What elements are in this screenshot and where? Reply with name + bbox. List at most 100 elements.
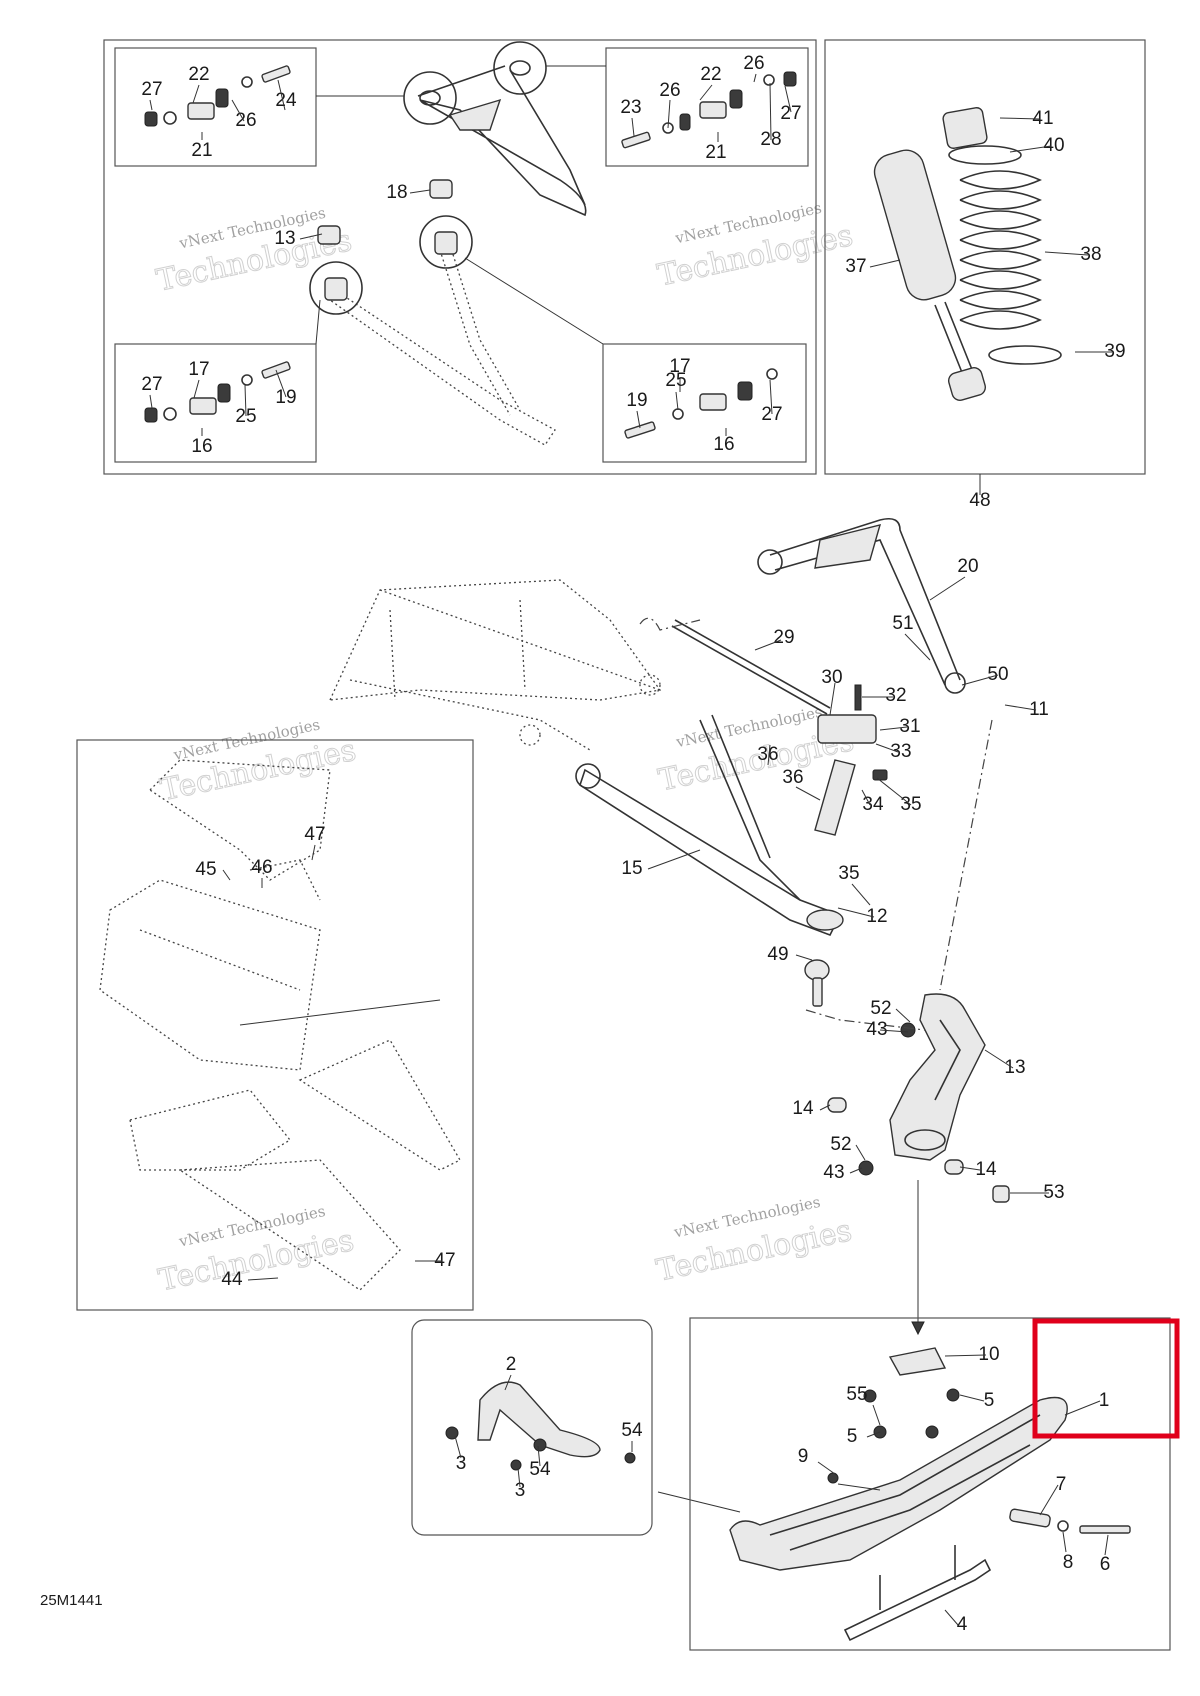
callout-19: 19 [275,387,296,408]
callout-22: 22 [700,64,721,85]
highlight-box [1032,1318,1180,1439]
callout-7: 7 [1056,1474,1067,1495]
callout-54: 54 [529,1459,551,1480]
callout-leader [1104,1534,1109,1556]
callout-13: 13 [1004,1057,1025,1078]
leader-line [315,299,321,345]
ski-handle-box [411,1319,653,1536]
callout-leader [247,1277,279,1281]
callout-31: 31 [899,716,920,737]
callout-36: 36 [757,744,778,765]
callout-leader [504,1374,512,1391]
callout-leader [767,744,771,766]
callout-23: 23 [620,97,641,118]
callout-leader [667,99,671,129]
callout-32: 32 [885,685,906,706]
callout-47: 47 [304,824,325,845]
callout-leader [895,1008,911,1023]
callout-leader [769,82,772,141]
lower-a-arm-drawing [309,215,556,446]
callout-leader [537,1445,541,1467]
center-line [639,617,701,631]
callout-leader [961,674,999,686]
callout-leader [299,233,323,240]
callout-27: 27 [141,79,162,100]
callout-leader [277,79,286,111]
callout-14: 14 [792,1098,814,1119]
upper-arm-hardware-inset-left [114,47,317,167]
callout-46: 46 [251,857,272,878]
frame-detail-box [76,739,474,1311]
callout-leader [647,849,701,870]
callout-38: 38 [1080,244,1101,265]
callout-16: 16 [713,434,734,455]
callout-29: 29 [773,627,794,648]
callout-leader [409,189,431,194]
lower-a-arm-assembled [575,714,844,937]
frame-drawing-detail [99,759,461,1291]
callout-leader [192,84,200,104]
callout-leader [959,1166,981,1171]
callout-27: 27 [141,374,162,395]
callout-leader [1064,1400,1101,1416]
callout-5: 5 [847,1426,858,1447]
callout-47: 47 [434,1250,455,1271]
callout-55: 55 [846,1384,867,1405]
callout-leader [866,1431,881,1438]
stabilizer-link-drawing [814,684,888,836]
callout-leader [819,1104,831,1111]
callout-14: 14 [975,1159,997,1180]
callout-leader [944,1609,959,1626]
callout-leader [454,1435,462,1459]
shock-assembly-box [824,39,1146,475]
spindle-drawing [827,993,1010,1203]
callout-3: 3 [456,1453,467,1474]
center-line [939,719,993,991]
callout-49: 49 [767,944,788,965]
callout-21: 21 [705,142,726,163]
upper-a-arm-assembled [757,517,966,694]
callout-25: 25 [665,370,686,391]
callout-53: 53 [1043,1182,1064,1203]
callout-5: 5 [984,1390,995,1411]
callout-leader [849,1167,863,1174]
watermark-group: vNext Technologies Technologies vNext Te… [153,199,858,1299]
callout-leader [837,907,875,918]
coil-spring-drawing [959,170,1062,365]
callout-leader [904,633,931,661]
callout-leader [231,99,245,122]
lower-arm-hardware-inset-left [114,343,317,463]
callout-34: 34 [862,794,884,815]
callout-leader [984,1049,1014,1069]
callout-9: 9 [798,1446,809,1467]
callout-leader [855,1144,866,1161]
callout-leader [861,789,871,806]
callout-19: 19 [626,390,647,411]
callout-24: 24 [275,90,297,111]
lower-arm-hardware-inset-right [602,343,807,463]
leader-line [657,1491,741,1513]
callout-leader [769,379,773,415]
hardware-glyphs [144,65,797,439]
frame-drawing-top [328,579,662,751]
ball-joint-drawing [804,959,830,1007]
callout-leader [699,84,713,101]
callout-17: 17 [188,359,209,380]
diagram-code: 25M1441 [40,1592,103,1609]
ski-assembly-box [689,1317,1171,1651]
callout-27: 27 [761,404,782,425]
callout-36: 36 [782,767,803,788]
callout-13: 13 [274,228,295,249]
callout-leader [1004,704,1037,711]
callout-4: 4 [957,1614,968,1635]
callout-leader [944,1354,987,1357]
upper-arm-hardware-inset-right [605,47,809,167]
callout-leader [959,1394,985,1402]
callout-27: 27 [780,103,801,124]
callout-35: 35 [838,863,859,884]
callout-51: 51 [892,613,913,634]
callout-48: 48 [969,490,990,511]
callout-33: 33 [890,741,911,762]
